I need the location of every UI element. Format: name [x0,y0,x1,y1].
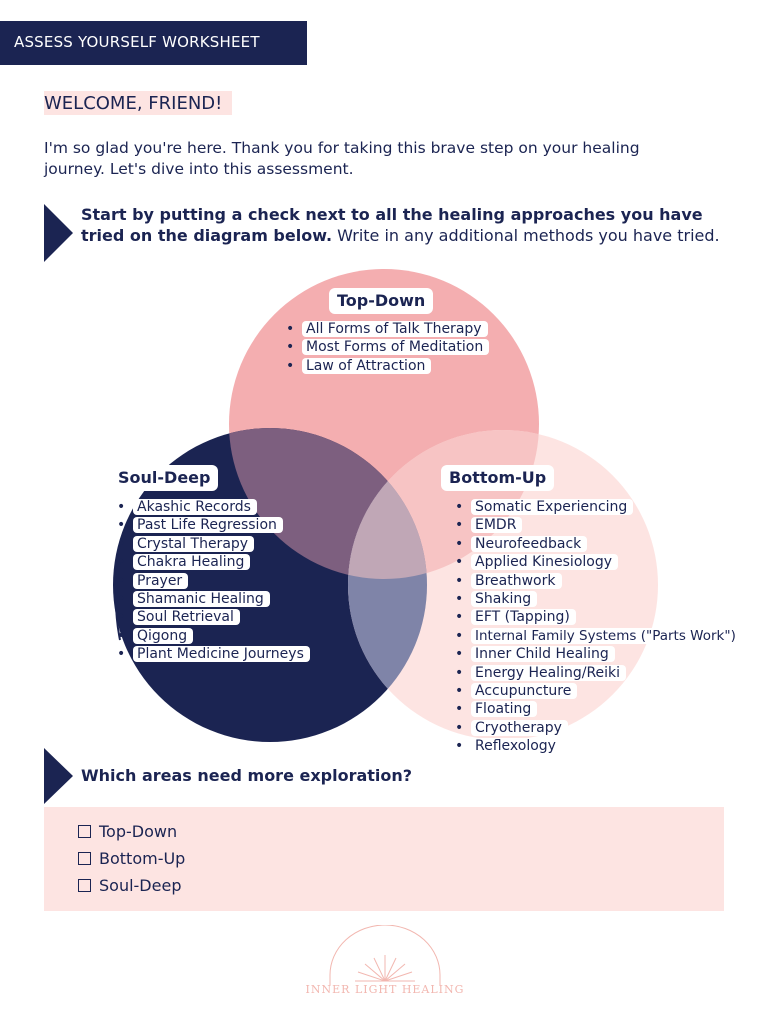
list-item: Internal Family Systems ("Parts Work") [455,627,738,646]
header-banner: ASSESS YOURSELF WORKSHEET [0,21,307,65]
checkbox-label: Top-Down [99,822,178,841]
list-item: Law of Attraction [286,357,489,376]
list-item: Energy Healing/Reiki [455,664,738,682]
checkbox-icon[interactable] [78,852,91,865]
soul-deep-list: Akashic Records Past Life Regression Cry… [117,498,310,664]
arrow-marker-icon [44,748,73,804]
list-item: Plant Medicine Journeys [117,645,310,664]
exploration-question: Which areas need more exploration? [81,766,413,785]
soul-deep-title: Soul-Deep [110,465,219,491]
bottom-up-list: Somatic Experiencing EMDR Neurofeedback … [455,498,738,756]
list-item: Crystal Therapy [117,535,310,554]
list-item: Inner Child Healing [455,645,738,664]
checkbox-icon[interactable] [78,879,91,892]
list-item: Applied Kinesiology [455,553,738,572]
arrow-marker-icon [44,204,73,262]
intro-paragraph: I'm so glad you're here. Thank you for t… [44,139,640,178]
list-item: All Forms of Talk Therapy [286,320,489,339]
list-item: Prayer [117,572,310,590]
checkbox-label: Soul-Deep [99,876,182,895]
list-item: Somatic Experiencing [455,498,738,517]
list-item: Accupuncture [455,682,738,701]
instruction-bold: Start by putting a check next to all the… [81,205,703,245]
answer-box: Top-Down Bottom-Up Soul-Deep [44,807,724,911]
list-item: Most Forms of Meditation [286,338,490,357]
checkbox-soul-deep[interactable]: Soul-Deep [78,875,181,897]
list-item: EFT (Tapping) [455,608,738,627]
worksheet-title: ASSESS YOURSELF WORKSHEET [14,33,260,51]
list-item: Soul Retrieval [117,608,310,627]
list-item: Shamanic Healing [117,590,310,609]
top-down-title: Top-Down [329,288,434,314]
list-item: Shaking [455,590,738,609]
checkbox-label: Bottom-Up [99,849,186,868]
list-item: Floating [455,700,738,719]
top-down-list: All Forms of Talk Therapy Most Forms of … [286,320,490,376]
list-item: EMDR [455,516,738,535]
checkbox-bottom-up[interactable]: Bottom-Up [78,848,185,870]
list-item: Akashic Records [117,498,310,517]
instruction-text: Start by putting a check next to all the… [81,204,731,246]
list-item: Neurofeedback [455,535,738,554]
checkbox-icon[interactable] [78,825,91,838]
list-item: Chakra Healing [117,553,310,572]
welcome-heading: WELCOME, FRIEND! [44,91,233,115]
sun-arch-icon [329,924,441,985]
bottom-up-title: Bottom-Up [441,465,555,491]
brand-name: INNER LIGHT HEALING [305,983,465,996]
list-item: Past Life Regression [117,516,310,535]
list-item: Breathwork [455,572,738,590]
list-item: Reflexology [455,737,738,756]
checkbox-top-down[interactable]: Top-Down [78,821,177,843]
list-item: Qigong [117,627,310,646]
list-item: Cryotherapy [455,719,738,738]
instruction-normal: Write in any additional methods you have… [332,226,720,245]
brand-logo: INNER LIGHT HEALING [300,924,470,1005]
